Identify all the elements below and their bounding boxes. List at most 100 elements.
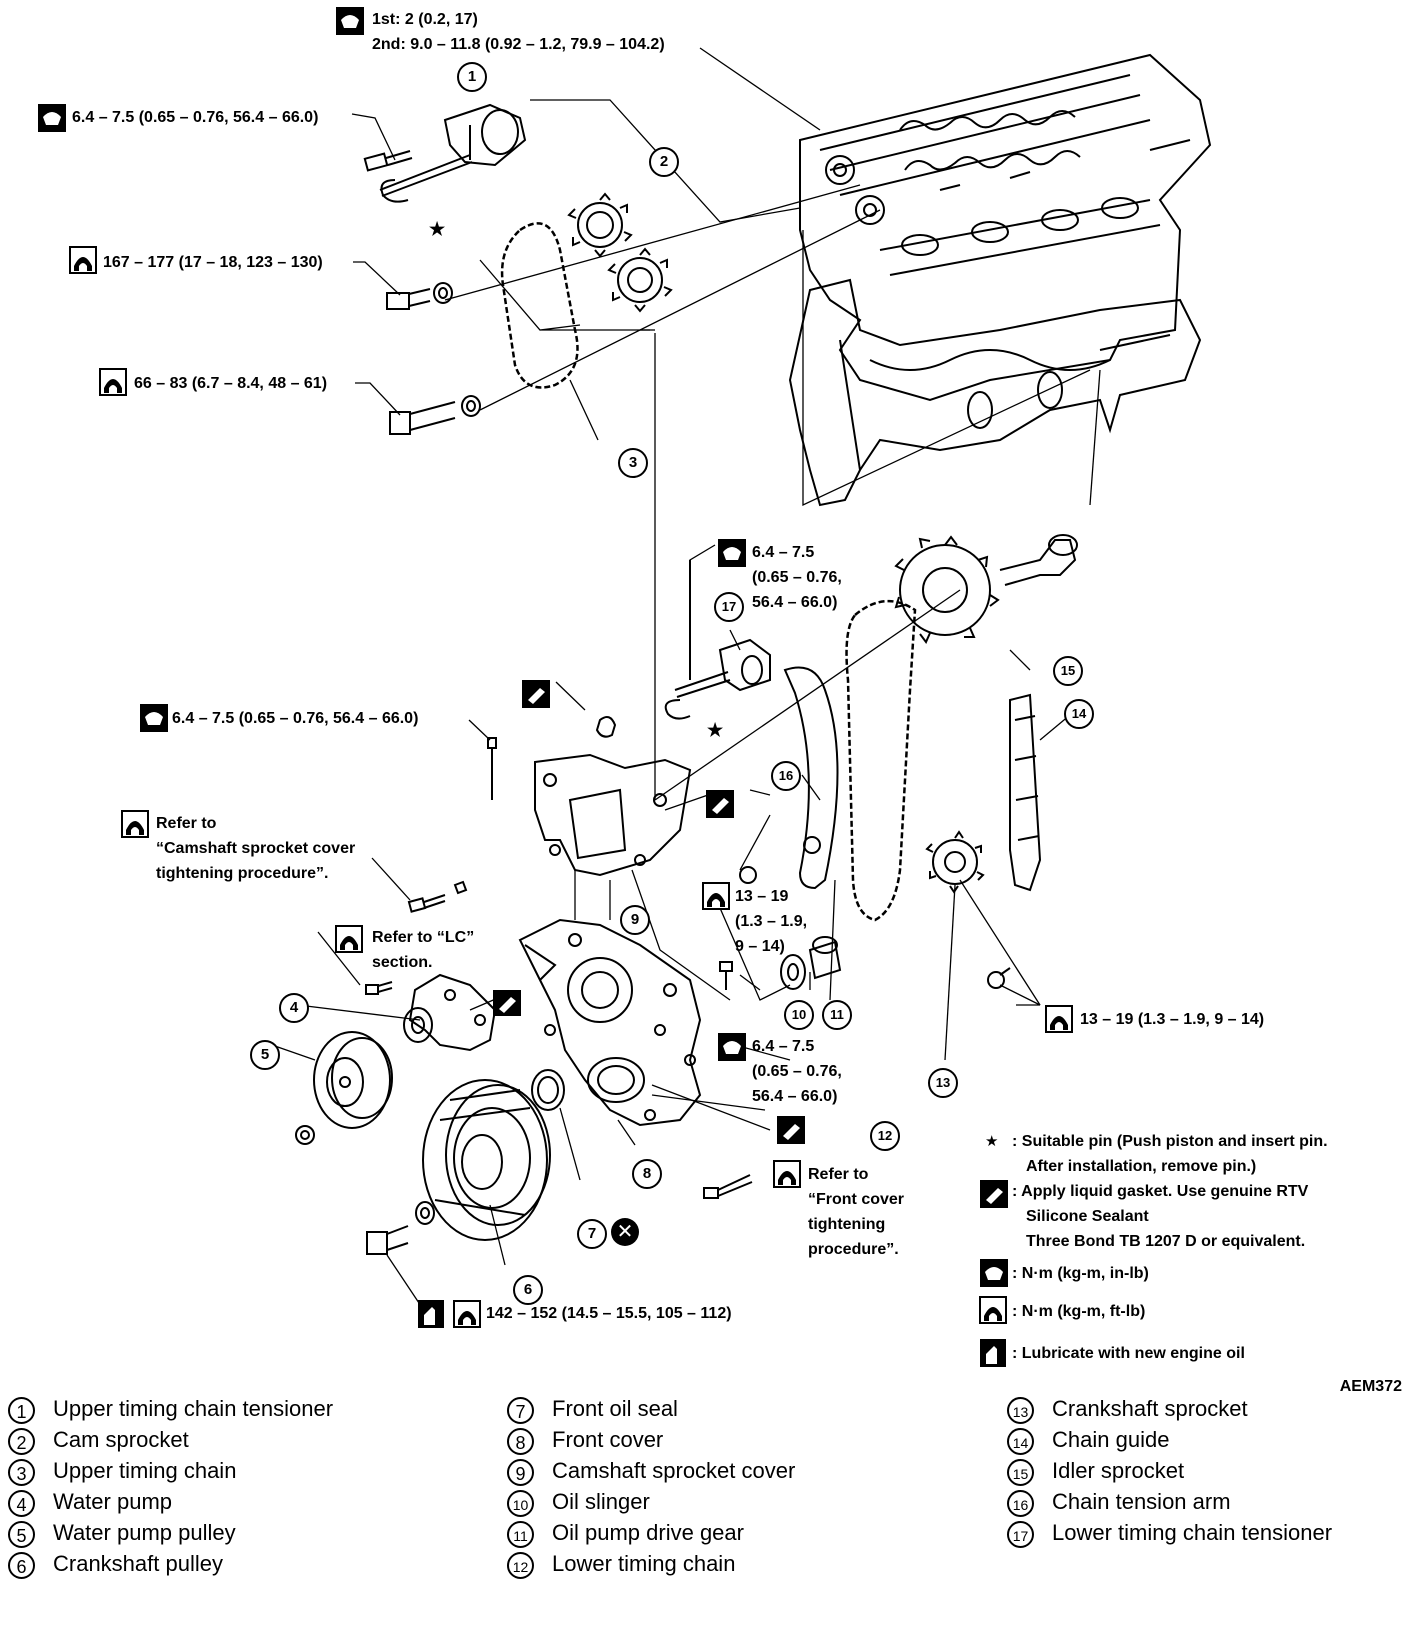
guide-bolt-torque: 13 – 19 (1.3 – 1.9, 9 – 14)	[1080, 1011, 1265, 1028]
part-name: Lower timing chain	[552, 1551, 736, 1576]
replace-mark-icon: ✕	[611, 1218, 639, 1246]
cam-sprockets	[567, 192, 673, 313]
cylinder-head	[799, 53, 1212, 402]
part-name: Chain tension arm	[1052, 1489, 1231, 1514]
refer-lc-2: section.	[372, 954, 433, 971]
arm-bolt-torque-2: (1.3 – 1.9,	[735, 913, 808, 930]
callout-17: 17	[714, 592, 744, 622]
part-name: Front oil seal	[552, 1396, 678, 1421]
upper-tensioner-shape	[379, 103, 527, 203]
part-number: 3	[8, 1458, 35, 1486]
pin-star-upper: ★	[429, 219, 446, 239]
part-name: Front cover	[552, 1427, 664, 1452]
callout-14: 14	[1064, 699, 1094, 729]
legend-nm-inlb: : N·m (kg-m, in-lb)	[1012, 1265, 1149, 1282]
lower-tensioner-torque-3: 56.4 – 66.0)	[752, 594, 838, 611]
refer-lc-1: Refer to “LC”	[372, 929, 475, 946]
part-number: 4	[8, 1489, 35, 1517]
legend-gasket-2: Silicone Sealant	[1026, 1208, 1149, 1225]
refer-front-2: “Front cover	[808, 1191, 905, 1208]
water-pump-shape	[403, 973, 497, 1052]
refer-cam-cover-3: tightening procedure”.	[156, 865, 329, 882]
crankshaft-pulley-shape	[366, 1079, 551, 1255]
part-name: Water pump	[53, 1489, 173, 1514]
chain-tension-arm-shape	[783, 666, 839, 890]
legend-lube: : Lubricate with new engine oil	[1012, 1345, 1245, 1362]
part-name: Upper timing chain	[53, 1458, 237, 1483]
part-item: 16 Chain tension arm	[1007, 1486, 1332, 1517]
legend-nm-ftlb: : N·m (kg-m, ft-lb)	[1012, 1303, 1146, 1320]
part-number: 6	[8, 1551, 35, 1579]
lower-tensioner-torque-2: (0.65 – 0.76,	[752, 569, 842, 586]
arm-bolt-torque-1: 13 – 19	[735, 888, 789, 905]
part-name: Oil slinger	[552, 1489, 650, 1514]
callout-9: 9	[620, 905, 650, 935]
callout-2: 2	[649, 147, 679, 177]
refer-cam-cover-2: “Camshaft sprocket cover	[156, 840, 356, 857]
part-name: Oil pump drive gear	[552, 1520, 744, 1545]
part-item: 10 Oil slinger	[507, 1486, 795, 1517]
part-number: 16	[1007, 1489, 1034, 1517]
lower-leader-lines	[271, 544, 1071, 1313]
part-item: 7 Front oil seal	[507, 1393, 795, 1424]
part-name: Cam sprocket	[53, 1427, 189, 1452]
pin-star-lower: ★	[707, 720, 724, 740]
cover-bolt-torque: 6.4 – 7.5 (0.65 – 0.76, 56.4 – 66.0)	[172, 710, 419, 727]
part-name: Lower timing chain tensioner	[1052, 1520, 1333, 1545]
part-name: Chain guide	[1052, 1427, 1170, 1452]
callout-8: 8	[632, 1159, 662, 1189]
part-number: 10	[507, 1489, 534, 1517]
cam-sprocket-cover-shape	[534, 715, 692, 877]
legend-pin-1: : Suitable pin (Push piston and insert p…	[1012, 1133, 1328, 1150]
legend-pin-symbol: ★	[985, 1133, 999, 1150]
callout-12: 12	[870, 1121, 900, 1151]
part-name: Crankshaft pulley	[53, 1551, 223, 1576]
pulley-bolt-torque: 142 – 152 (14.5 – 15.5, 105 – 112)	[486, 1305, 732, 1322]
part-number: 1	[8, 1396, 35, 1424]
legend-pin-2: After installation, remove pin.)	[1026, 1158, 1257, 1175]
part-name: Idler sprocket	[1052, 1458, 1185, 1483]
part-item: 3 Upper timing chain	[8, 1455, 333, 1486]
front-bolt-torque-2: (0.65 – 0.76,	[752, 1063, 842, 1080]
callout-16: 16	[771, 761, 801, 791]
part-item: 4 Water pump	[8, 1486, 333, 1517]
part-number: 13	[1007, 1396, 1034, 1424]
front-bolt-torque-3: 56.4 – 66.0)	[752, 1088, 838, 1105]
part-item: 6 Crankshaft pulley	[8, 1548, 333, 1579]
upper-chain-shape	[500, 222, 579, 389]
part-item: 11 Oil pump drive gear	[507, 1517, 795, 1548]
sprocket-bolts	[386, 282, 481, 435]
callout-1: 1	[457, 62, 487, 92]
callout-13: 13	[928, 1068, 958, 1098]
part-number: 7	[507, 1396, 534, 1424]
callout-15: 15	[1053, 656, 1083, 686]
oil-slinger-gear-shape	[780, 936, 842, 990]
part-number: 5	[8, 1520, 35, 1548]
figure-id: AEM372	[1339, 1378, 1402, 1395]
part-number: 11	[507, 1520, 534, 1548]
callout-6: 6	[513, 1275, 543, 1305]
part-name: Camshaft sprocket cover	[552, 1458, 796, 1483]
arm-bolt-torque-3: 9 – 14)	[735, 938, 785, 955]
cam-bolt-torque-1: 1st: 2 (0.2, 17)	[372, 11, 478, 28]
callout-7: 7	[577, 1219, 607, 1249]
torque-icons	[38, 7, 1073, 1367]
refer-front-1: Refer to	[808, 1166, 869, 1183]
refer-front-4: procedure”.	[808, 1241, 899, 1258]
tensioner-bolt-torque: 6.4 – 7.5 (0.65 – 0.76, 56.4 – 66.0)	[72, 109, 319, 126]
callout-4: 4	[279, 993, 309, 1023]
sprocket-bolt-lower-torque: 66 – 83 (6.7 – 8.4, 48 – 61)	[134, 375, 328, 392]
refer-cam-cover-1: Refer to	[156, 815, 217, 832]
crank-sprocket-shape	[925, 830, 985, 894]
idler-sprocket-shape	[894, 534, 1078, 644]
